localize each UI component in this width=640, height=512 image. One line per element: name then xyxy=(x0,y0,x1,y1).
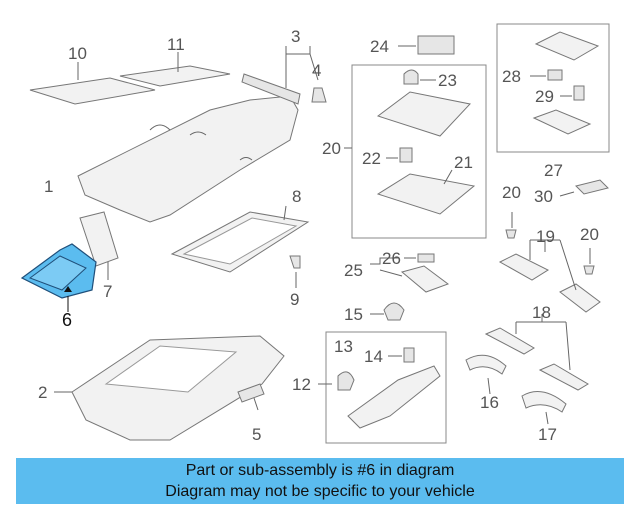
callout-1: 1 xyxy=(44,177,53,196)
callout-7: 7 xyxy=(103,282,112,301)
part-12-sunvisor xyxy=(347,365,441,429)
callout-18: 18 xyxy=(532,303,551,322)
callout-14: 14 xyxy=(364,347,383,366)
part-18-handle-b xyxy=(538,363,589,391)
part-22-cover xyxy=(376,173,476,215)
part-29b xyxy=(573,85,585,101)
part-29a xyxy=(547,69,563,81)
caption-line-2: Diagram may not be specific to your vehi… xyxy=(165,483,475,500)
callout-8: 8 xyxy=(292,187,301,206)
part-28-light xyxy=(534,31,600,61)
callout-13: 13 xyxy=(334,337,353,356)
part-19-clip-a xyxy=(498,253,550,281)
part-28-lens xyxy=(532,109,592,135)
part-20-screw-a xyxy=(505,229,517,239)
callout-30: 30 xyxy=(534,187,553,206)
callout-20a: 20 xyxy=(502,183,521,202)
part-7-bracket xyxy=(79,211,119,267)
callout-2: 2 xyxy=(38,383,47,402)
part-26-lamp xyxy=(400,265,450,293)
part-9-hook xyxy=(289,255,301,269)
callout-21: 20 xyxy=(322,139,341,158)
callout-28: 27 xyxy=(544,161,563,180)
callout-4: 4 xyxy=(312,61,321,80)
part-13-hook xyxy=(337,371,355,391)
part-16-handle xyxy=(465,354,507,375)
callout-24: 23 xyxy=(438,71,457,90)
part-14-clip xyxy=(403,347,415,363)
info-banner: Part or sub-assembly is #6 in diagram Di… xyxy=(16,458,624,504)
part-10-panel xyxy=(29,77,156,105)
part-17-handle xyxy=(521,391,567,413)
part-30 xyxy=(575,179,609,195)
callout-6: 6 xyxy=(62,310,72,330)
callout-17: 17 xyxy=(538,425,557,444)
callout-10: 10 xyxy=(68,44,87,63)
callout-16: 16 xyxy=(480,393,499,412)
part-18-handle-a xyxy=(484,327,535,355)
part-11-panel xyxy=(119,65,231,87)
part-19-clip-b xyxy=(559,283,601,313)
part-23 xyxy=(399,147,413,163)
callout-12: 12 xyxy=(292,375,311,394)
part-4-clip xyxy=(311,87,327,103)
group-box-21 xyxy=(351,64,487,239)
callout-26: 25 xyxy=(344,261,363,280)
callout-29b: 29 xyxy=(535,87,554,106)
part-21-console xyxy=(376,91,471,137)
part-24 xyxy=(403,69,419,85)
part-27-bulb xyxy=(417,253,435,263)
part-15-speaker xyxy=(383,302,405,321)
part-20-screw-b xyxy=(583,265,595,275)
part-1-headliner xyxy=(77,95,299,223)
callout-25: 24 xyxy=(370,37,389,56)
callout-15: 15 xyxy=(344,305,363,324)
callout-23: 22 xyxy=(362,149,381,168)
callout-5: 5 xyxy=(252,425,261,444)
callout-22: 21 xyxy=(454,153,473,172)
caption-line-1: Part or sub-assembly is #6 in diagram xyxy=(185,462,455,479)
part-5-lamp xyxy=(237,383,265,403)
parts-diagram: 10 11 3 4 1 8 7 6 9 2 5 24 23 20 22 21 2… xyxy=(20,23,610,444)
callout-9: 9 xyxy=(290,290,299,309)
part-3-rail xyxy=(241,73,301,105)
callout-19: 19 xyxy=(536,227,555,246)
callout-11: 11 xyxy=(167,35,185,54)
part-25 xyxy=(417,35,455,55)
callout-3: 3 xyxy=(291,27,300,46)
group-box-12 xyxy=(325,331,447,444)
callout-29a: 28 xyxy=(502,67,521,86)
callout-20b: 20 xyxy=(580,225,599,244)
group-box-28 xyxy=(496,23,610,153)
callout-27: 26 xyxy=(382,249,401,268)
